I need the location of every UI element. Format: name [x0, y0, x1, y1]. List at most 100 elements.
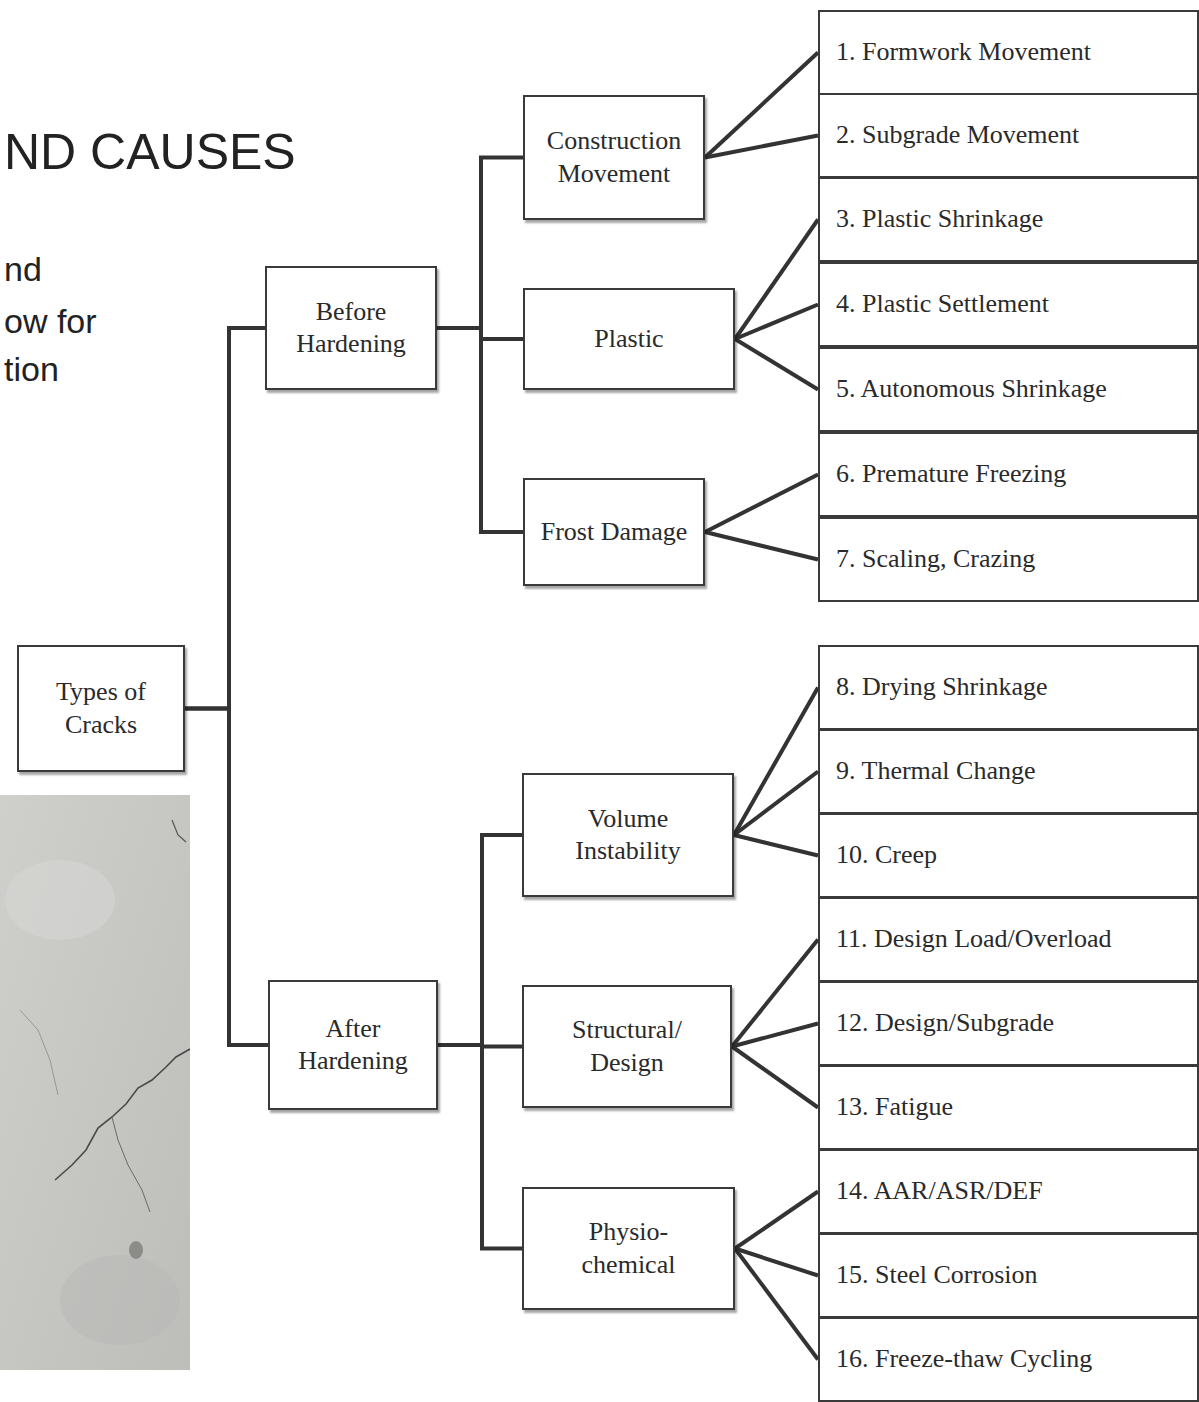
tree-connector — [735, 305, 818, 340]
concrete-surface — [0, 795, 190, 1370]
cause-box: 13. Fatigue — [818, 1065, 1199, 1150]
cause-box: 14. AAR/ASR/DEF — [818, 1149, 1199, 1234]
crack-line — [20, 1010, 58, 1095]
tree-connector — [734, 772, 818, 836]
box-text-wrap: 7. Scaling, Crazing — [836, 543, 1035, 576]
tree-connector — [732, 1024, 818, 1047]
crack-line — [55, 1049, 190, 1180]
cause-label: 7. Scaling, Crazing — [836, 543, 1035, 576]
tree-connector — [734, 688, 818, 836]
category-label: Types of Cracks — [31, 676, 171, 741]
cause-label: 6. Premature Freezing — [836, 458, 1066, 491]
tree-connector — [438, 1045, 522, 1249]
cause-label: 11. Design Load/Overload — [836, 923, 1112, 956]
cause-label: 9. Thermal Change — [836, 755, 1036, 788]
tree-connector — [705, 136, 818, 158]
tree-connector — [185, 328, 265, 709]
tree-connector — [732, 1047, 818, 1108]
box-text-wrap: Volume Instability — [553, 803, 703, 868]
cause-box: 8. Drying Shrinkage — [818, 645, 1199, 730]
cause-box: 3. Plastic Shrinkage — [818, 177, 1199, 262]
tree-connector — [735, 1249, 818, 1360]
box-text-wrap: 12. Design/Subgrade — [836, 1007, 1054, 1040]
category-label: Physio- chemical — [554, 1216, 704, 1281]
slide-title: ND CAUSES — [4, 124, 296, 182]
cause-label: 14. AAR/ASR/DEF — [836, 1175, 1043, 1208]
tree-connector — [705, 532, 818, 560]
tree-connector — [437, 328, 523, 532]
tree-connector — [437, 158, 523, 329]
cause-box: 11. Design Load/Overload — [818, 897, 1199, 982]
cause-label: 1. Formwork Movement — [836, 36, 1091, 69]
crack-line — [112, 1117, 150, 1212]
cause-box: 16. Freeze-thaw Cycling — [818, 1317, 1199, 1402]
category-label: Structural/ Design — [552, 1014, 702, 1079]
cause-box: 2. Subgrade Movement — [818, 93, 1199, 178]
category-label: Before Hardening — [281, 296, 421, 361]
cause-label: 15. Steel Corrosion — [836, 1259, 1038, 1292]
category-box: Volume Instability — [522, 773, 734, 897]
crack-line — [172, 820, 186, 842]
category-box: Frost Damage — [523, 478, 705, 586]
tree-connector — [735, 1192, 818, 1249]
box-text-wrap: 11. Design Load/Overload — [836, 923, 1112, 956]
box-text-wrap: After Hardening — [283, 1013, 423, 1078]
box-text-wrap: 8. Drying Shrinkage — [836, 671, 1048, 704]
category-box: Plastic — [523, 288, 735, 390]
cause-label: 5. Autonomous Shrinkage — [836, 373, 1107, 406]
box-text-wrap: 10. Creep — [836, 839, 937, 872]
category-label: Plastic — [594, 323, 663, 356]
stain — [129, 1241, 143, 1259]
cause-box: 4. Plastic Settlement — [818, 262, 1199, 347]
box-text-wrap: 13. Fatigue — [836, 1091, 953, 1124]
box-text-wrap: Types of Cracks — [31, 676, 171, 741]
tree-connector — [438, 835, 522, 1045]
slide-text: nd — [4, 250, 42, 289]
tree-connector — [705, 475, 818, 533]
category-box: Physio- chemical — [522, 1187, 735, 1310]
box-text-wrap: 2. Subgrade Movement — [836, 119, 1079, 152]
category-box: Before Hardening — [265, 266, 437, 390]
category-box: After Hardening — [268, 980, 438, 1110]
cause-box: 1. Formwork Movement — [818, 10, 1199, 95]
box-text-wrap: 1. Formwork Movement — [836, 36, 1091, 69]
slide-text: tion — [4, 350, 59, 389]
cause-label: 8. Drying Shrinkage — [836, 671, 1048, 704]
box-text-wrap: 6. Premature Freezing — [836, 458, 1066, 491]
box-text-wrap: Structural/ Design — [552, 1014, 702, 1079]
cause-label: 12. Design/Subgrade — [836, 1007, 1054, 1040]
tree-connector — [735, 220, 818, 340]
cause-box: 7. Scaling, Crazing — [818, 517, 1199, 602]
category-box: Construction Movement — [523, 95, 705, 220]
tree-connector — [735, 339, 818, 390]
cause-label: 13. Fatigue — [836, 1091, 953, 1124]
category-label: Frost Damage — [541, 516, 688, 549]
cause-box: 12. Design/Subgrade — [818, 981, 1199, 1066]
box-text-wrap: 16. Freeze-thaw Cycling — [836, 1343, 1092, 1376]
box-text-wrap: Plastic — [594, 323, 663, 356]
cause-label: 16. Freeze-thaw Cycling — [836, 1343, 1092, 1376]
box-text-wrap: Physio- chemical — [554, 1216, 704, 1281]
slide-text: ow for — [4, 302, 97, 341]
category-label: Volume Instability — [553, 803, 703, 868]
category-box: Structural/ Design — [522, 985, 732, 1108]
box-text-wrap: 15. Steel Corrosion — [836, 1259, 1038, 1292]
tree-connector — [705, 53, 818, 158]
box-text-wrap: 3. Plastic Shrinkage — [836, 203, 1043, 236]
cause-box: 15. Steel Corrosion — [818, 1233, 1199, 1318]
box-text-wrap: 14. AAR/ASR/DEF — [836, 1175, 1043, 1208]
cause-label: 3. Plastic Shrinkage — [836, 203, 1043, 236]
tree-connector — [734, 835, 818, 856]
cause-label: 4. Plastic Settlement — [836, 288, 1049, 321]
concrete-patch — [60, 1255, 180, 1345]
category-label: After Hardening — [283, 1013, 423, 1078]
box-text-wrap: 5. Autonomous Shrinkage — [836, 373, 1107, 406]
concrete-patch — [5, 860, 115, 940]
cause-label: 10. Creep — [836, 839, 937, 872]
box-text-wrap: Frost Damage — [541, 516, 688, 549]
box-text-wrap: 9. Thermal Change — [836, 755, 1036, 788]
category-label: Construction Movement — [539, 125, 689, 190]
tree-connector — [185, 709, 268, 1046]
cause-label: 2. Subgrade Movement — [836, 119, 1079, 152]
